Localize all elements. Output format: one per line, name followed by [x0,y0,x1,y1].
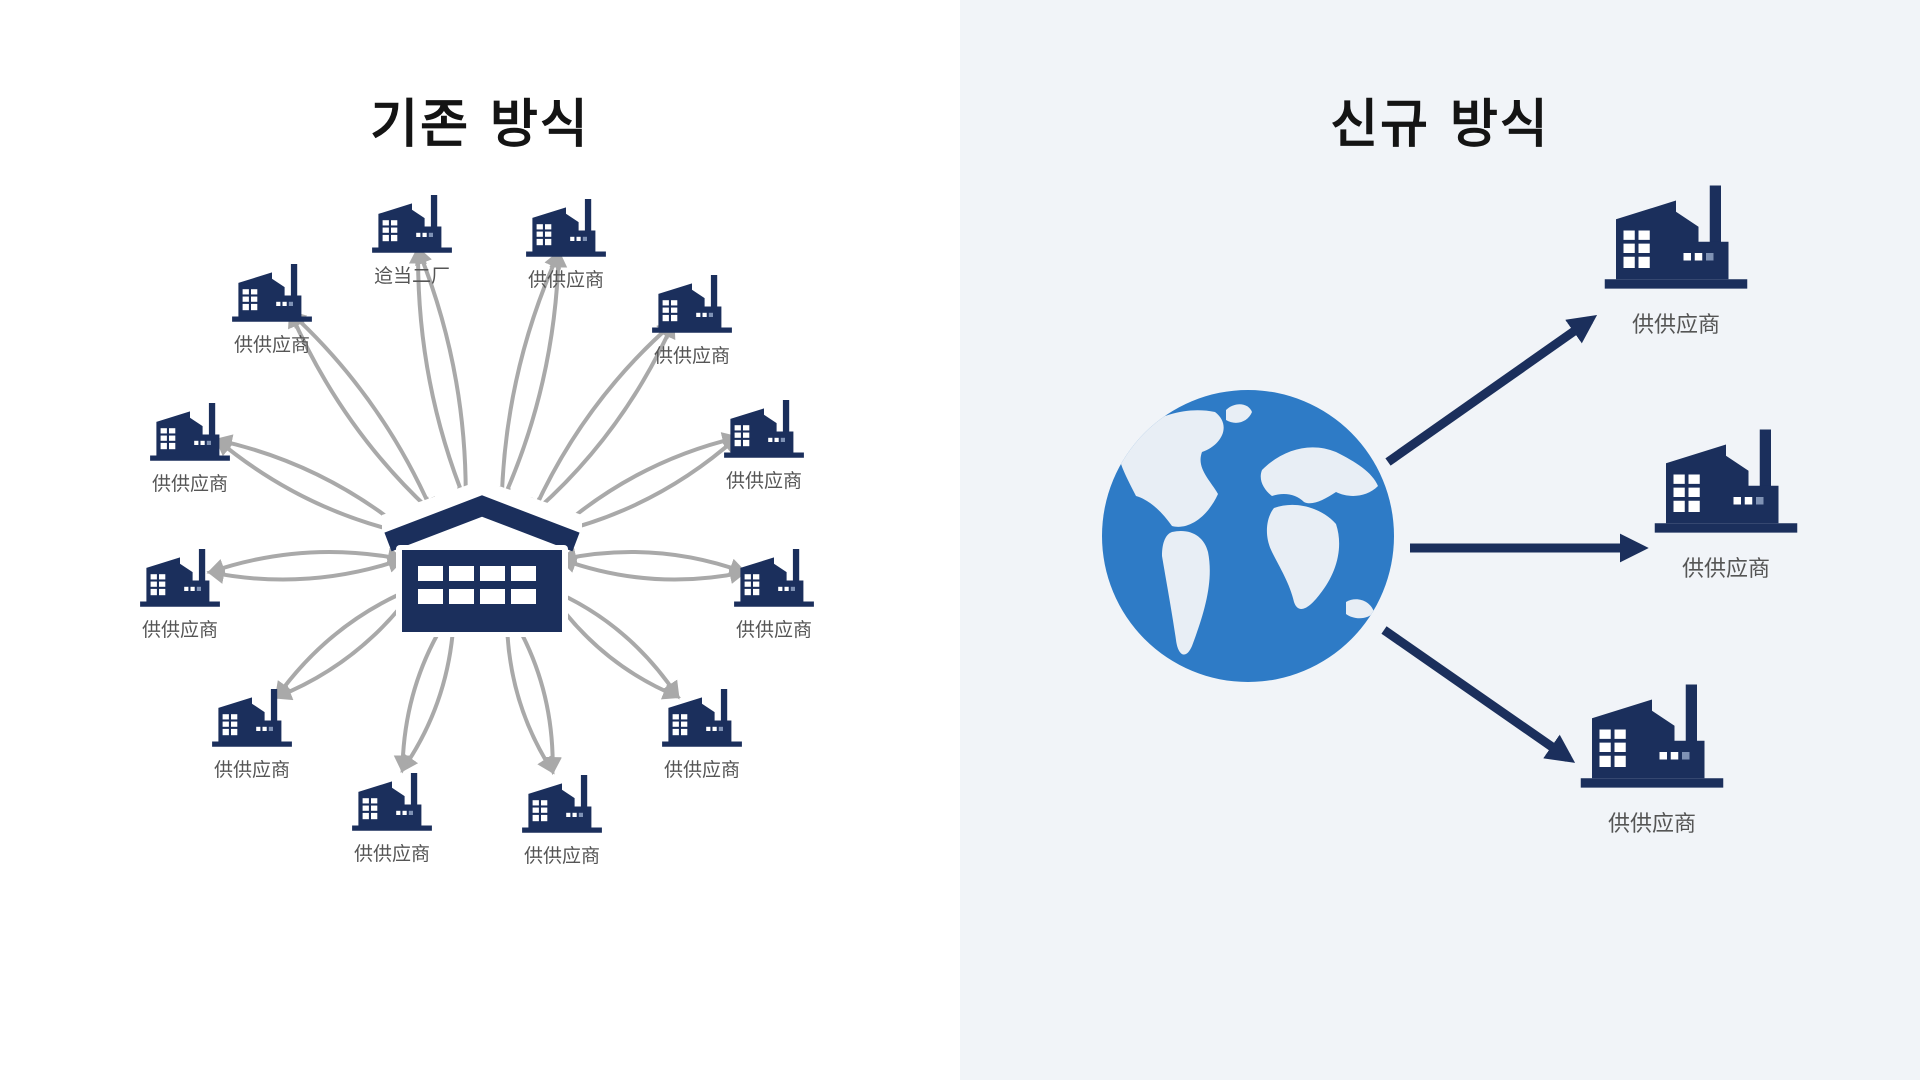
supplier-label: 供供应商 [152,473,228,495]
arrow-to-supplier-1 [1385,315,1598,466]
legacy-supplier-11: 供供应商 [140,549,220,641]
bidirectional-arrow-11-2 [206,547,406,577]
legacy-supplier-10: 供供应商 [212,689,292,781]
central-warehouse-icon [382,480,582,637]
new-supplier-3: 供供应商 [1580,684,1724,837]
bidirectional-arrow-4-2 [530,319,676,516]
legacy-supplier-8: 供供应商 [522,775,602,867]
factory-icon [372,195,452,253]
outbound-arrows-group [1381,315,1649,763]
bidirectional-arrow-1-1 [288,309,436,516]
factory-icon [724,400,804,458]
factory-icon [662,689,742,747]
factory-icon [734,549,814,607]
factory-icon [232,264,312,322]
supplier-label: 供供应商 [142,619,218,641]
legacy-supplier-6: 供供应商 [734,549,814,641]
factory-icon [526,199,606,257]
bidirectional-arrow-10-2 [274,584,420,700]
globe-icon [1102,390,1394,682]
new-method-title: 신규 방식 [1330,95,1550,155]
bidirectional-arrow-10-1 [273,584,419,701]
factory-icon [652,275,732,333]
supplier-label: 供供应商 [1682,557,1770,582]
bidirectional-arrows-group [206,245,748,776]
factory-icon [352,773,432,831]
legacy-supplier-7: 供供应商 [662,689,742,781]
legacy-supplier-1: 供供应商 [232,264,312,356]
new-supplier-1: 供供应商 [1604,185,1748,338]
supplier-label: 供供应商 [214,759,290,781]
factory-icon [1654,429,1798,533]
new-supplier-2: 供供应商 [1654,429,1798,582]
supplier-label: 供供应商 [664,759,740,781]
bidirectional-arrow-12-1 [214,437,413,540]
legacy-supplier-2: 䢔当二厂 [372,195,452,287]
factory-icon [1604,185,1748,289]
supplier-label: 供供应商 [354,843,430,865]
bidirectional-arrow-6-2 [558,555,748,584]
factory-icon [522,775,602,833]
legacy-supplier-12: 供供应商 [150,403,230,495]
factory-icon [140,549,220,607]
bidirectional-arrow-12-2 [213,434,412,537]
bidirectional-arrow-2-2 [415,246,475,506]
supplier-label: 供供应商 [1632,313,1720,338]
supplier-label: 供供应商 [736,619,812,641]
bidirectional-arrow-1-2 [287,310,436,517]
legacy-supplier-4: 供供应商 [652,275,732,367]
supplier-label: 供供应商 [524,845,600,867]
factory-icon [150,403,230,461]
legacy-supplier-3: 供供应商 [526,199,606,291]
supplier-label: 供供应商 [654,345,730,367]
supplier-label: 䢔当二厂 [374,265,450,287]
bidirectional-arrow-2-1 [408,245,469,506]
supplier-label: 供供应商 [1608,812,1696,837]
supplier-label: 供供应商 [726,470,802,492]
legacy-supplier-9: 供供应商 [352,773,432,865]
legacy-method-title: 기존 방식 [370,95,590,155]
legacy-supplier-5: 供供应商 [724,400,804,492]
arrow-to-supplier-3 [1381,626,1576,763]
bidirectional-arrow-4-1 [530,320,676,517]
supplier-label: 供供应商 [528,269,604,291]
factory-icon [1580,684,1724,788]
supplier-label: 供供应商 [234,334,310,356]
